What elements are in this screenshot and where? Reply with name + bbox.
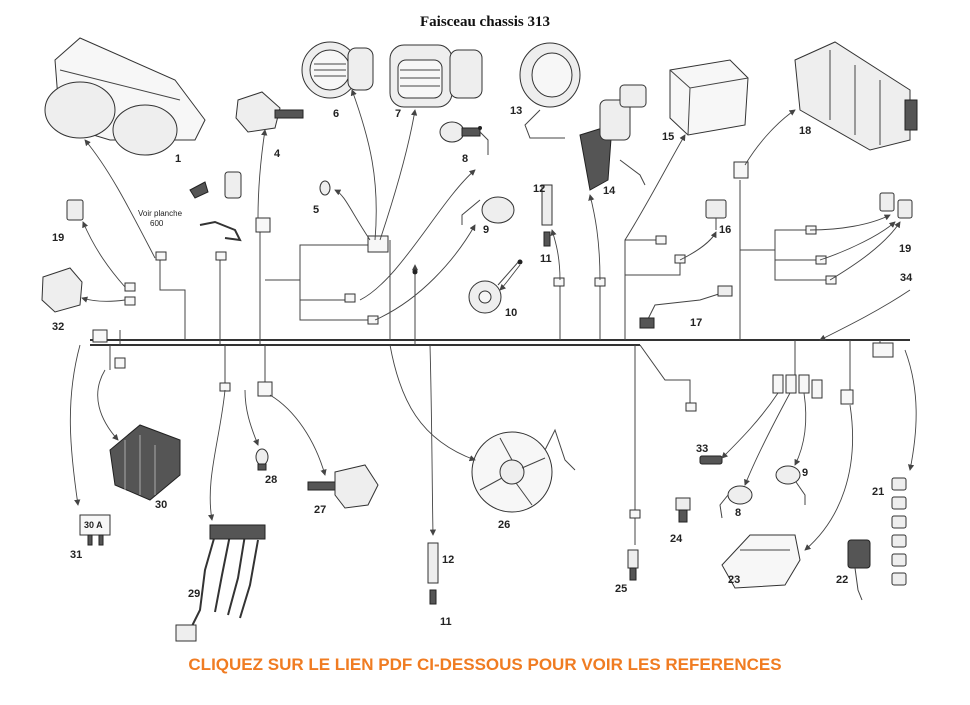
headlight-7: 7 <box>389 44 483 120</box>
regulator-30: 30 <box>109 424 181 511</box>
terminal-dots <box>412 126 523 275</box>
label-25: 25 <box>615 583 627 595</box>
label-32: 32 <box>52 321 64 333</box>
label-17: 17 <box>690 317 702 329</box>
label-6: 6 <box>333 108 339 120</box>
headlight-6: 6 <box>301 41 374 120</box>
label-11b: 11 <box>440 616 452 628</box>
label-34: 34 <box>900 272 913 284</box>
pressure-switch-24: 24 <box>670 497 691 545</box>
left-handlebar-switch: 4 <box>235 91 304 160</box>
label-28: 28 <box>265 474 277 486</box>
leader-arrows <box>69 89 917 551</box>
fuse-rating: 30 A <box>84 520 103 530</box>
label-4: 4 <box>274 148 281 160</box>
flasher-32: 32 <box>41 267 83 333</box>
right-handlebar-switch: 27 <box>307 464 379 516</box>
label-29: 29 <box>188 588 200 600</box>
label-9a: 9 <box>483 224 489 236</box>
label-12b: 12 <box>442 554 454 566</box>
label-19b: 19 <box>899 243 911 255</box>
diagram-title: Faisceau chassis 313 <box>419 14 550 30</box>
label-group-34: 34 <box>900 272 913 284</box>
sensor-17: 17 <box>639 285 733 329</box>
alternator-13: 13 <box>510 42 581 139</box>
label-13: 13 <box>510 105 522 117</box>
label-14: 14 <box>603 185 616 197</box>
starter-motor-18: 18 <box>794 41 918 151</box>
label-22: 22 <box>836 574 848 586</box>
label-24: 24 <box>670 533 683 545</box>
label-21: 21 <box>872 486 884 498</box>
relay-19-right: 19 <box>879 192 913 255</box>
main-harness <box>90 180 910 545</box>
bulb-5: 5 <box>313 180 331 216</box>
ignition-switch: Voir planche 600 <box>138 171 242 242</box>
label-27: 27 <box>314 504 326 516</box>
harness-connectors <box>92 161 894 519</box>
horn-10: 10 <box>468 259 521 319</box>
indicator-8-bottom: 8 <box>719 485 753 519</box>
indicator-8: 8 <box>439 121 489 165</box>
horn-9: 9 <box>461 196 515 236</box>
battery-15: 15 <box>662 59 749 143</box>
tail-light-23: 23 <box>721 534 801 589</box>
instrument-cluster: 1 <box>44 37 206 165</box>
label-19a: 19 <box>52 232 64 244</box>
label-5: 5 <box>313 204 319 216</box>
spark-plug-coil-bottom: 12 11 <box>427 542 454 628</box>
bulb-28: 28 <box>255 448 277 486</box>
connector-33: 33 <box>696 443 723 465</box>
label-9b: 9 <box>802 467 808 479</box>
relay-16: 16 <box>705 199 731 236</box>
cooling-fan-26: 26 <box>471 428 576 531</box>
label-10: 10 <box>505 307 517 319</box>
label-8: 8 <box>462 153 468 165</box>
label-26: 26 <box>498 519 510 531</box>
voir-planche-label: Voir planche <box>138 209 183 218</box>
plug-22: 22 <box>836 539 871 601</box>
fuse-31: 30 A 31 <box>70 514 111 561</box>
label-33: 33 <box>696 443 708 455</box>
label-12a: 12 <box>533 183 545 195</box>
label-31: 31 <box>70 549 82 561</box>
label-11a: 11 <box>540 253 552 265</box>
indicator-9-bottom: 9 <box>775 465 808 505</box>
relay-14: 14 <box>579 84 647 197</box>
loom-29: 29 <box>175 524 266 642</box>
label-16: 16 <box>719 224 731 236</box>
voir-planche-number: 600 <box>150 219 164 228</box>
label-18: 18 <box>799 125 811 137</box>
relay-19-left: 19 <box>52 199 84 244</box>
label-1: 1 <box>175 153 181 165</box>
fuse-column-21: 21 <box>872 477 907 586</box>
label-7: 7 <box>395 108 401 120</box>
spark-plug-coil-top: 12 11 <box>533 183 553 265</box>
sensor-25: 25 <box>615 549 639 595</box>
label-23: 23 <box>728 574 740 586</box>
pdf-link-notice: CLIQUEZ SUR LE LIEN PDF CI-DESSOUS POUR … <box>188 655 782 674</box>
label-30: 30 <box>155 499 167 511</box>
label-15: 15 <box>662 131 674 143</box>
label-8b: 8 <box>735 507 741 519</box>
